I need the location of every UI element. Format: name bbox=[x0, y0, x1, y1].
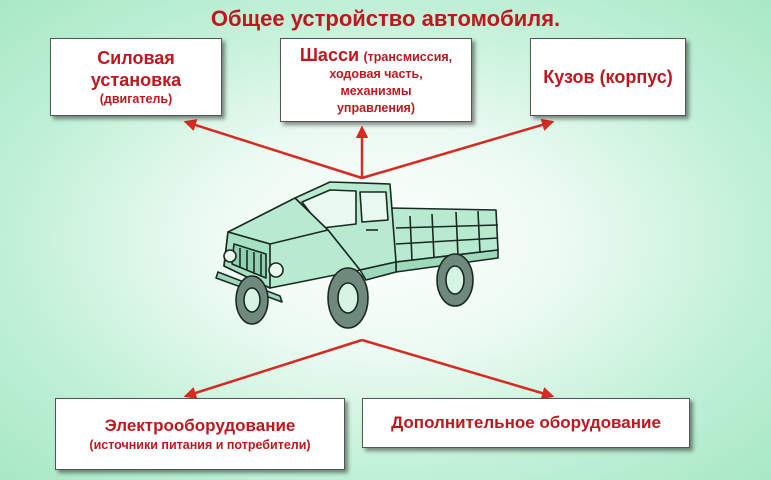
power-unit-label-1: Силовая bbox=[97, 47, 175, 68]
diagram-title: Общее устройство автомобиля. bbox=[210, 6, 561, 31]
body-box: Кузов (корпус) bbox=[530, 38, 686, 116]
chassis-sub-4: управления) bbox=[336, 100, 416, 115]
arrow-to-electrical bbox=[183, 338, 363, 399]
chassis-header: Шасси (трансмиссия, bbox=[300, 44, 452, 66]
chassis-box: Шасси (трансмиссия, ходовая часть, механ… bbox=[280, 38, 472, 122]
arrow-to-power bbox=[183, 119, 363, 180]
chassis-label: Шасси bbox=[299, 44, 360, 65]
chassis-sub-3: механизмы bbox=[340, 83, 412, 98]
additional-equipment-label: Дополнительное оборудование bbox=[391, 413, 661, 432]
power-unit-sub: (двигатель) bbox=[99, 91, 173, 106]
power-unit-box: Силовая установка (двигатель) bbox=[50, 38, 222, 116]
additional-equipment-box: Дополнительное оборудование bbox=[362, 398, 690, 448]
electrical-sub: (источники питания и потребители) bbox=[89, 437, 311, 452]
chassis-sub-1: (трансмиссия, bbox=[363, 49, 453, 64]
electrical-label: Электрооборудование bbox=[104, 415, 296, 435]
arrow-to-body bbox=[361, 118, 555, 180]
chassis-sub-2: ходовая часть, bbox=[329, 66, 423, 81]
truck-illustration bbox=[215, 181, 499, 329]
body-label: Кузов bbox=[543, 67, 595, 87]
body-header: Кузов (корпус) bbox=[543, 66, 673, 88]
body-sub: (корпус) bbox=[599, 67, 673, 87]
power-unit-label-2: установка bbox=[90, 69, 182, 90]
electrical-box: Электрооборудование (источники питания и… bbox=[55, 398, 345, 470]
arrow-to-additional bbox=[361, 338, 555, 400]
